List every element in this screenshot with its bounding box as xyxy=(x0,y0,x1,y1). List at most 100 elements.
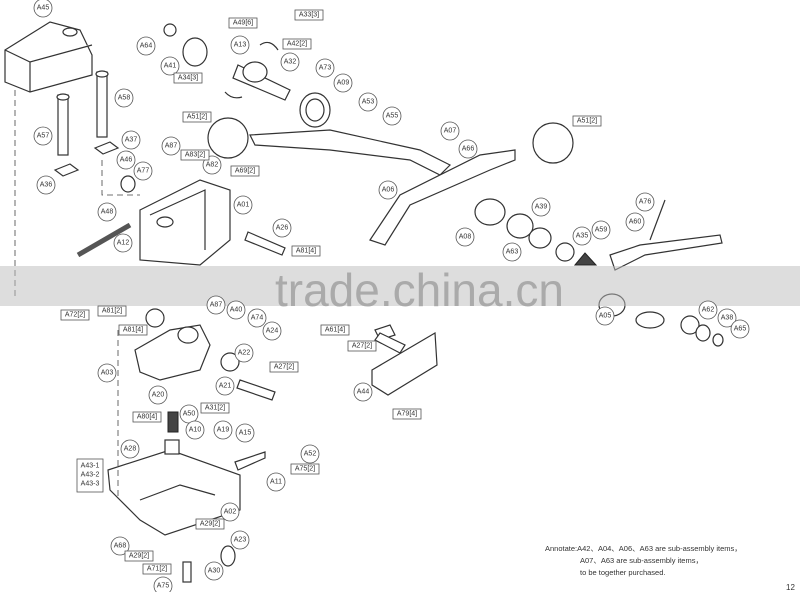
callout-a64: A64 xyxy=(136,36,156,56)
callout-a59: A59 xyxy=(591,220,611,240)
callout-label: A62 xyxy=(702,307,715,314)
callout-label: A53 xyxy=(362,99,375,106)
callout-a24: A24 xyxy=(262,321,282,341)
callout-label: A81[4] xyxy=(296,248,316,255)
callout-box: A81[4] xyxy=(291,245,321,257)
callout-a39: A39 xyxy=(531,197,551,217)
callout-box: A34[3] xyxy=(173,72,203,84)
callout-label: A59 xyxy=(595,227,608,234)
callout-box: A61[4] xyxy=(320,324,350,336)
callout-label: A51[2] xyxy=(187,114,207,121)
annotation-line-3: to be together purchased. xyxy=(580,568,666,577)
ball-knob-left xyxy=(207,117,249,159)
callout-box: A75[2] xyxy=(290,463,320,475)
callout-a40: A40 xyxy=(226,300,246,320)
callout-a73: A73 xyxy=(315,58,335,78)
callout-a60: A60 xyxy=(625,212,645,232)
callout-label: A35 xyxy=(576,233,589,240)
callout-a36: A36 xyxy=(36,175,56,195)
bolts xyxy=(14,70,140,300)
callout-box: A42[2] xyxy=(282,38,312,50)
callout-a22: A22 xyxy=(234,343,254,363)
callout-a23: A23 xyxy=(230,530,250,550)
callout-box: A49[6] xyxy=(228,17,258,29)
lever-arm-lower xyxy=(369,149,516,246)
callout-label: A42[2] xyxy=(287,41,307,48)
callout-a15: A15 xyxy=(235,423,255,443)
callout-label: A44 xyxy=(357,389,370,396)
callout-label: A81[4] xyxy=(123,327,143,334)
callout-label: A51[2] xyxy=(577,118,597,125)
callout-box: A81[2] xyxy=(97,305,127,317)
callout-box: A31[2] xyxy=(200,402,230,414)
callout-label: A76 xyxy=(639,199,652,206)
callout-a11: A11 xyxy=(266,472,286,492)
callout-a66: A66 xyxy=(458,139,478,159)
callout-label: A36 xyxy=(40,182,53,189)
callout-label: A43-3 xyxy=(81,481,100,488)
callout-a74: A74 xyxy=(247,308,267,328)
callout-a45: A45 xyxy=(33,0,53,18)
watermark-text: trade.china.cn xyxy=(275,264,564,316)
callout-label: A21 xyxy=(219,383,232,390)
callout-label: A09 xyxy=(337,80,350,87)
callout-a20: A20 xyxy=(148,385,168,405)
block-part xyxy=(134,308,406,401)
callout-label: A83[2] xyxy=(185,152,205,159)
callout-label: A77 xyxy=(137,168,150,175)
callout-label: A02 xyxy=(224,509,237,516)
callout-a09: A09 xyxy=(333,73,353,93)
callout-label: A75 xyxy=(157,583,170,590)
callout-box: A51[2] xyxy=(182,111,212,123)
ball-knob-right xyxy=(532,122,574,164)
callout-label: A34[3] xyxy=(178,75,198,82)
callout-label: A71[2] xyxy=(147,566,167,573)
callout-a03: A03 xyxy=(97,363,117,383)
callout-label: A37 xyxy=(125,137,138,144)
callout-label: A29[2] xyxy=(200,521,220,528)
callout-label: A40 xyxy=(230,307,243,314)
callout-box: A29[2] xyxy=(195,518,225,530)
callout-a41: A41 xyxy=(160,56,180,76)
callout-label: A29[2] xyxy=(129,553,149,560)
callout-a44: A44 xyxy=(353,382,373,402)
callout-label: A64 xyxy=(140,43,153,50)
callout-a53: A53 xyxy=(358,92,378,112)
callout-box: A33[3] xyxy=(294,9,324,21)
callout-a01: A01 xyxy=(233,195,253,215)
callout-a82: A82 xyxy=(202,155,222,175)
callout-a57: A57 xyxy=(33,126,53,146)
callout-label: A06 xyxy=(382,187,395,194)
callout-label: A31[2] xyxy=(205,405,225,412)
callout-label: A11 xyxy=(270,479,282,486)
callout-label: A26 xyxy=(276,225,289,232)
callout-a06: A06 xyxy=(378,180,398,200)
callout-box: A79[4] xyxy=(392,408,422,420)
callout-a32: A32 xyxy=(280,52,300,72)
callout-label: A03 xyxy=(101,370,114,377)
callout-a19: A19 xyxy=(213,420,233,440)
callout-box: A27[2] xyxy=(269,361,299,373)
callout-a75: A75 xyxy=(153,576,173,592)
callout-label: A38 xyxy=(721,315,734,322)
callout-box: A83[2] xyxy=(180,149,210,161)
callout-label: A10 xyxy=(189,427,202,434)
callout-a76: A76 xyxy=(635,192,655,212)
callout-label: A15 xyxy=(239,430,252,437)
callout-label: A46 xyxy=(120,157,133,164)
callout-label: A28 xyxy=(124,446,137,453)
callout-label: A08 xyxy=(459,234,472,241)
callout-a55: A55 xyxy=(382,106,402,126)
callout-labels: A45A64A41A13A32A73A09A53A55A57A58A37A46A… xyxy=(33,0,750,592)
callout-label: A87 xyxy=(165,143,178,150)
callout-label: A52 xyxy=(304,451,317,458)
callout-label: A07 xyxy=(444,128,457,135)
callout-a07: A07 xyxy=(440,121,460,141)
callout-label: A80[4] xyxy=(137,414,157,421)
callout-a10: A10 xyxy=(185,420,205,440)
callout-a02: A02 xyxy=(220,502,240,522)
callout-label: A58 xyxy=(118,95,131,102)
callout-label: A61[4] xyxy=(325,327,345,334)
callout-label: A48 xyxy=(101,209,114,216)
callout-label: A63 xyxy=(506,249,519,256)
